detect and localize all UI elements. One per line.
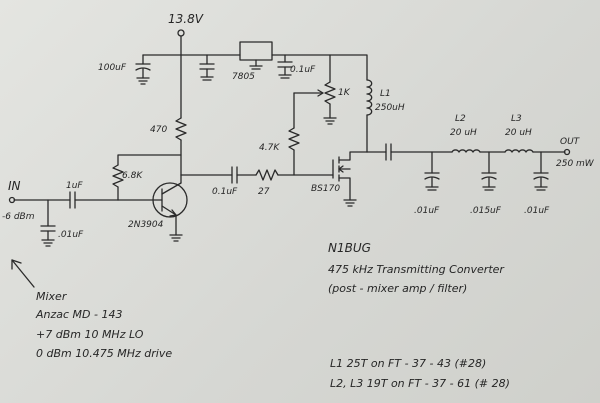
filter-capacitor-3-label: .01uF	[524, 206, 550, 216]
filter-capacitor-2	[481, 151, 497, 191]
supply-terminal	[177, 29, 185, 56]
coil-l1-note: L1 25T on FT - 37 - 43 (#28)	[330, 357, 486, 370]
mosfet-q2-label: BS170	[311, 184, 340, 194]
collector-resistor	[175, 54, 187, 176]
title-line-1: 475 kHz Transmitting Converter	[328, 263, 505, 276]
inductor-l1-label: L1	[380, 89, 391, 99]
title-line-2: (post - mixer amp / filter)	[328, 282, 467, 295]
collector-resistor-label: 470	[150, 125, 167, 135]
series-resistor-label: 27	[258, 187, 270, 197]
filter-capacitor-1	[424, 151, 440, 191]
mixer-model: Anzac MD - 143	[35, 308, 122, 321]
mixer-drive-note: 0 dBm 10.475 MHz drive	[36, 347, 172, 360]
input-capacitor-label: 1uF	[66, 181, 83, 191]
inductor-l1	[366, 79, 373, 153]
gate-resistor-label: 4.7K	[259, 143, 280, 153]
input-shunt-label: .01uF	[58, 230, 84, 240]
regulator-7805	[239, 41, 273, 70]
mixer-arrow	[11, 259, 35, 288]
inductor-l3-label: L3	[511, 114, 522, 124]
filter-capacitor-2-label: .015uF	[470, 206, 502, 216]
callsign-title: N1BUG	[328, 241, 371, 255]
mixer-heading: Mixer	[36, 290, 68, 303]
top-rail	[142, 54, 368, 81]
output-lowpass-filter	[366, 143, 571, 161]
filter-capacitor-3	[533, 151, 549, 191]
inductor-l2-label: L2	[455, 114, 466, 124]
coupling-capacitor-label: 0.1uF	[212, 187, 238, 197]
mosfet-bs170	[332, 151, 368, 207]
bulk-capacitor-label: 100uF	[98, 63, 127, 73]
regulator-label: 7805	[232, 72, 255, 82]
gate-resistor	[288, 92, 300, 176]
mixer-lo-note: +7 dBm 10 MHz LO	[36, 328, 144, 341]
bulk-capacitor	[135, 54, 151, 85]
transistor-2n3904	[117, 174, 188, 242]
inductor-l1-value: 250uH	[375, 103, 405, 113]
supply-voltage-label: 13.8V	[168, 12, 204, 26]
rail-decoupling-capacitor	[199, 54, 215, 81]
inductor-l2-value: 20 uH	[450, 128, 477, 138]
potentiometer-1k	[293, 54, 337, 125]
input-label: IN	[8, 179, 21, 193]
output-level-label: 250 mW	[556, 159, 595, 169]
input-level-label: -6 dBm	[2, 212, 35, 222]
input-shunt-capacitor	[40, 199, 56, 247]
regulator-capacitor-label: 0.1uF	[290, 65, 316, 75]
output-label: OUT	[560, 137, 581, 147]
bias-resistor	[112, 154, 182, 201]
transistor-q1-label: 2N3904	[128, 220, 164, 230]
coupling-network	[180, 166, 334, 184]
coil-l2-l3-note: L2, L3 19T on FT - 37 - 61 (# 28)	[330, 377, 510, 390]
input-port	[8, 191, 119, 209]
inductor-l3-value: 20 uH	[505, 128, 532, 138]
filter-capacitor-1-label: .01uF	[414, 206, 440, 216]
potentiometer-label: 1K	[338, 88, 351, 98]
regulator-output-capacitor	[277, 54, 293, 79]
bias-resistor-label: 6.8K	[122, 171, 143, 181]
